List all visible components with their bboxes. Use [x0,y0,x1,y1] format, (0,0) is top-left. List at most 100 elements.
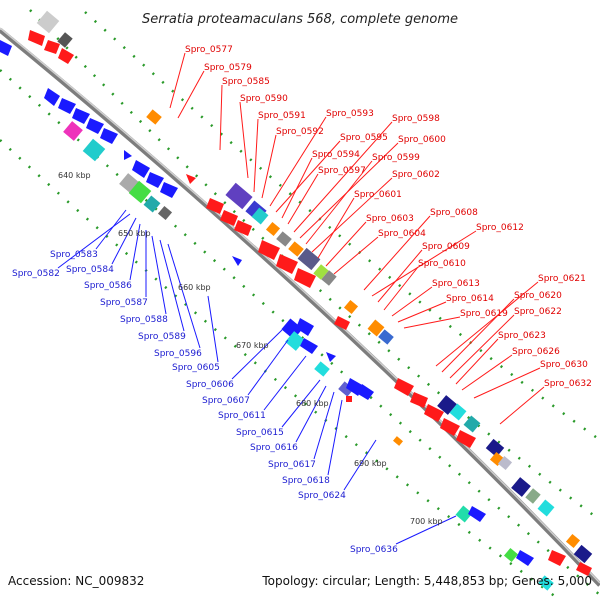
callout-line [167,243,201,349]
gene-block [285,331,305,351]
forward-gene-label: Spro_0619 [460,309,508,319]
reverse-gene-label: Spro_0605 [172,363,220,373]
gene-block [297,247,321,271]
reverse-gene-label: Spro_0583 [50,250,98,260]
gene-arrow [234,220,252,236]
gene-arrow [516,550,534,566]
callout-line [261,134,277,199]
gene-arrow [548,550,566,566]
forward-gene-label: Spro_0604 [378,229,426,239]
gene-block [511,477,531,497]
gene-arrow [44,88,60,106]
forward-gene-label: Spro_0622 [514,307,562,317]
gene-block [251,207,269,225]
reverse-gene-label: Spro_0582 [12,269,60,279]
gene-arrow [300,338,318,354]
gene-arrow [576,562,592,576]
map-title: Serratia proteamaculans 568, complete ge… [142,12,458,27]
callout-line [57,213,131,269]
scale-tick-label: 640 kbp [58,171,91,180]
gene-block [346,396,352,402]
forward-gene-label: Spro_0585 [222,77,270,87]
gene-arrow [394,378,414,396]
forward-gene-label: Spro_0626 [512,347,560,357]
gene-block [143,195,161,213]
gene-block [463,415,481,433]
gene-arrow [0,40,12,56]
reverse-gene-label: Spro_0584 [66,265,114,275]
gene-arrow [468,506,486,522]
gene-arrow [276,254,298,274]
callout-line [219,84,223,151]
gene-arrow [58,98,76,114]
forward-gene-label: Spro_0612 [476,223,524,233]
forward-gene-label: Spro_0579 [204,63,252,73]
reverse-gene-label: Spro_0596 [154,349,202,359]
gene-arrow [296,318,314,336]
gene-block [157,205,173,221]
gene-arrow [358,384,374,400]
forward-gene-label: Spro_0603 [366,214,414,224]
callout-line [313,391,335,460]
gene-arrow [132,160,150,178]
forward-gene-label: Spro_0597 [318,166,366,176]
gene-block [343,299,359,315]
callout-line [275,140,341,213]
callout-line [391,286,433,317]
gene-arrow [440,418,460,436]
forward-gene-label: Spro_0610 [418,259,466,269]
gene-arrow [410,392,428,408]
forward-gene-label: Spro_0594 [312,150,360,160]
forward-strand-features [28,10,593,576]
callout-line [305,160,373,245]
callout-line [177,70,205,119]
forward-gene-label: Spro_0623 [498,331,546,341]
forward-gene-label: Spro_0608 [430,208,478,218]
reverse-gene-label: Spro_0611 [218,411,266,421]
callout-line [129,223,141,281]
gene-block [497,455,513,471]
reverse-gene-label: Spro_0617 [268,460,316,470]
callout-line [111,217,137,265]
reverse-strand-features [0,40,555,591]
forward-gene-label: Spro_0632 [544,379,592,389]
gene-arrow [326,352,336,362]
forward-gene-label: Spro_0614 [446,294,494,304]
map-body: Spro_0577Spro_0579Spro_0585Spro_0590Spro… [0,9,600,600]
gene-block [378,329,394,345]
forward-gene-label: Spro_0592 [276,127,324,137]
callout-line [403,316,461,329]
gene-arrow [186,174,196,184]
callout-line [311,177,393,253]
scale-tick-label: 680 kbp [296,399,329,408]
gene-arrow [86,118,104,134]
callout-line [397,301,447,323]
gene-arrow [294,268,316,288]
callout-line [253,118,259,193]
gene-arrow [456,430,476,448]
reverse-gene-label: Spro_0587 [100,298,148,308]
gene-block [503,547,519,563]
scale-tick-label: 670 kbp [236,341,269,350]
reverse-gene-label: Spro_0616 [250,443,298,453]
scale-tick-label: 660 kbp [178,283,211,292]
callout-line [207,295,219,363]
gene-block [225,182,253,210]
callout-line [269,116,327,207]
callout-line [281,379,321,428]
gene-arrow [424,404,444,422]
reverse-gene-label: Spro_0636 [350,545,398,555]
gene-block [321,270,337,286]
gene-block [338,381,354,397]
callout-line [327,399,343,476]
scale-tick-label: 650 kbp [118,229,151,238]
gene-block [537,499,555,517]
gene-block [128,180,152,204]
forward-gene-label: Spro_0595 [340,133,388,143]
genome-backbone [0,28,600,587]
gene-arrow [124,150,132,160]
forward-gene-label: Spro_0600 [398,135,446,145]
gene-arrow [334,316,350,330]
